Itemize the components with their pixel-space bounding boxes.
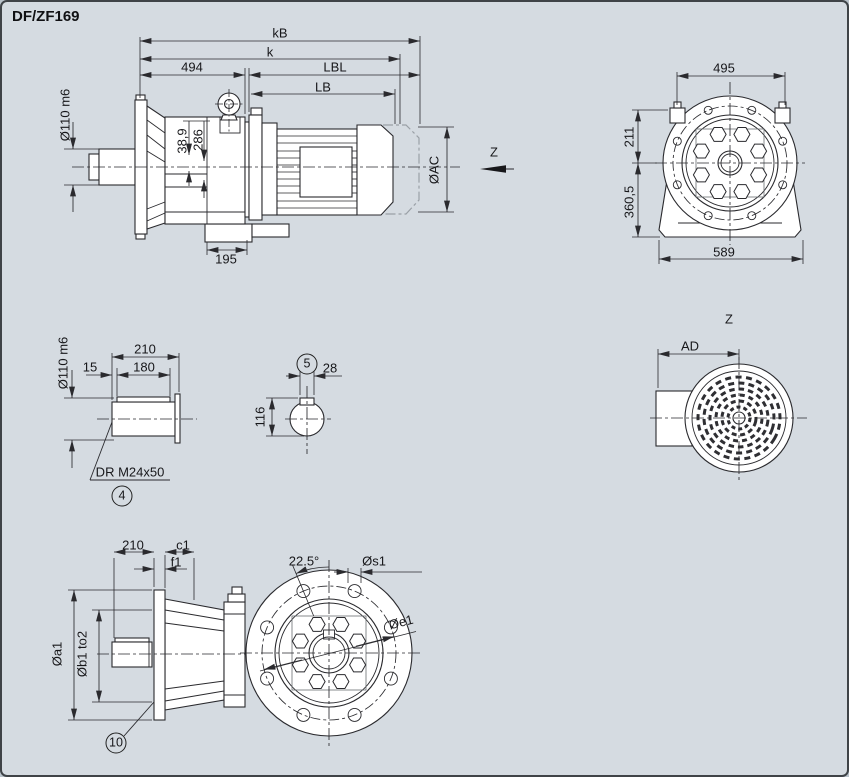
dim-389-label: 38,9 [174, 128, 190, 154]
side-view [64, 36, 514, 255]
dim-lbl-label: LBL [323, 59, 347, 75]
mounting-flange-plate [153, 589, 166, 721]
dim-ad-label: AD [680, 338, 700, 354]
motor-nameplate [299, 146, 353, 198]
dr-leader [89, 421, 170, 481]
thread-callout-label: DR M24x50 [95, 464, 165, 480]
note-10-leader [123, 701, 155, 737]
view-z-label: Z [490, 144, 498, 160]
dim-211-label: 211 [621, 126, 637, 148]
note-4-badge: 4 [111, 485, 133, 507]
flange-front-view [240, 560, 422, 746]
dim-shaft-dia-label: Ø110 m6 [57, 88, 73, 142]
fan-z-label: Z [725, 311, 733, 327]
dim-195-label: 195 [215, 251, 237, 267]
shaft-detail-view [64, 353, 197, 481]
dim-495-label: 495 [713, 60, 735, 76]
dim-ac-label: ØAC [426, 155, 442, 185]
dim-shaft-detail-dia-label: Ø110 m6 [55, 336, 71, 390]
dim-494-label: 494 [181, 59, 203, 75]
dim-116-label: 116 [252, 406, 268, 428]
page-title: DF/ZF169 [12, 8, 80, 25]
front-view [632, 72, 805, 264]
dim-lb-label: LB [315, 79, 331, 95]
dim-b1-label: Øb1 to2 [74, 630, 90, 678]
dim-s1-label: Øs1 [362, 553, 386, 569]
dim-3605-label: 360,5 [621, 185, 637, 219]
dim-286-label: 286 [190, 129, 206, 151]
dim-589-label: 589 [713, 244, 735, 260]
dim-kb-label: kB [272, 25, 288, 41]
dim-210-label: 210 [134, 341, 156, 357]
fan-view [650, 349, 807, 482]
dim-a1-label: Øa1 [49, 641, 65, 667]
flange-side-view [68, 549, 257, 737]
phantom-fan-cover [383, 124, 420, 215]
view-z-arrow-icon [480, 165, 514, 173]
note-5-badge: 5 [296, 353, 318, 375]
dim-180-label: 180 [133, 359, 155, 375]
dim-c1-label: c1 [176, 537, 190, 553]
key-end-view [266, 371, 342, 454]
note-10-badge: 10 [105, 732, 127, 754]
dim-flange-210-label: 210 [122, 537, 144, 553]
dim-f1-label: f1 [170, 554, 182, 570]
dim-28-label: 28 [322, 360, 338, 376]
dim-k-label: k [266, 44, 274, 60]
dim-15-label: 15 [82, 359, 98, 375]
dim-angle-label: 22.5° [288, 553, 320, 569]
eyebolt [215, 89, 243, 133]
